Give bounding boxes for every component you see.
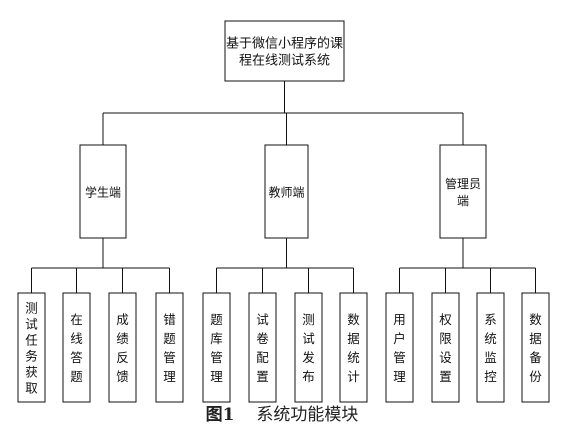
leaf-node-label: 错题管理 [163,312,176,384]
figure-caption: 图1 系统功能模块 [0,400,564,425]
leaf-node-label: 测试发布 [302,312,315,384]
module-node-label: 端 [457,194,469,208]
leaf-node [202,292,231,403]
leaf-node-label: 权限设置 [439,312,452,384]
leaf-node [62,292,91,403]
root-node-label: 程在线测试系统 [239,54,330,69]
leaf-node-label: 数据备份 [529,312,542,384]
leaf-node [248,292,277,403]
leaf-node [385,292,414,403]
module-node [264,144,309,239]
leaf-node [431,292,460,403]
module-node-label: 教师端 [268,185,304,200]
leaf-node [521,292,550,403]
leaf-node-label: 测试任务获取 [25,301,38,396]
leaf-node-label: 在线答题 [70,312,83,384]
module-node-label: 管理员 [445,176,481,191]
leaf-node-label: 试卷配置 [256,312,269,384]
figure-title: 系统功能模块 [256,405,359,425]
leaf-node [17,292,46,403]
leaf-node [108,292,137,403]
figure-number: 图1 [205,405,235,425]
module-node-label: 学生端 [85,185,121,200]
leaf-node [476,292,505,403]
leaf-node-label: 系统监控 [484,312,497,384]
root-node-label: 基于微信小程序的课 [226,36,343,52]
leaf-node-label: 成绩反馈 [116,312,129,384]
leaf-node-label: 用户管理 [393,312,406,384]
leaf-node [339,292,368,403]
leaf-node-label: 数据统计 [347,312,360,384]
module-node [439,144,487,239]
leaf-node [294,292,323,403]
leaf-node [155,292,184,403]
root-node [224,20,345,82]
leaf-node-label: 题库管理 [210,312,223,384]
